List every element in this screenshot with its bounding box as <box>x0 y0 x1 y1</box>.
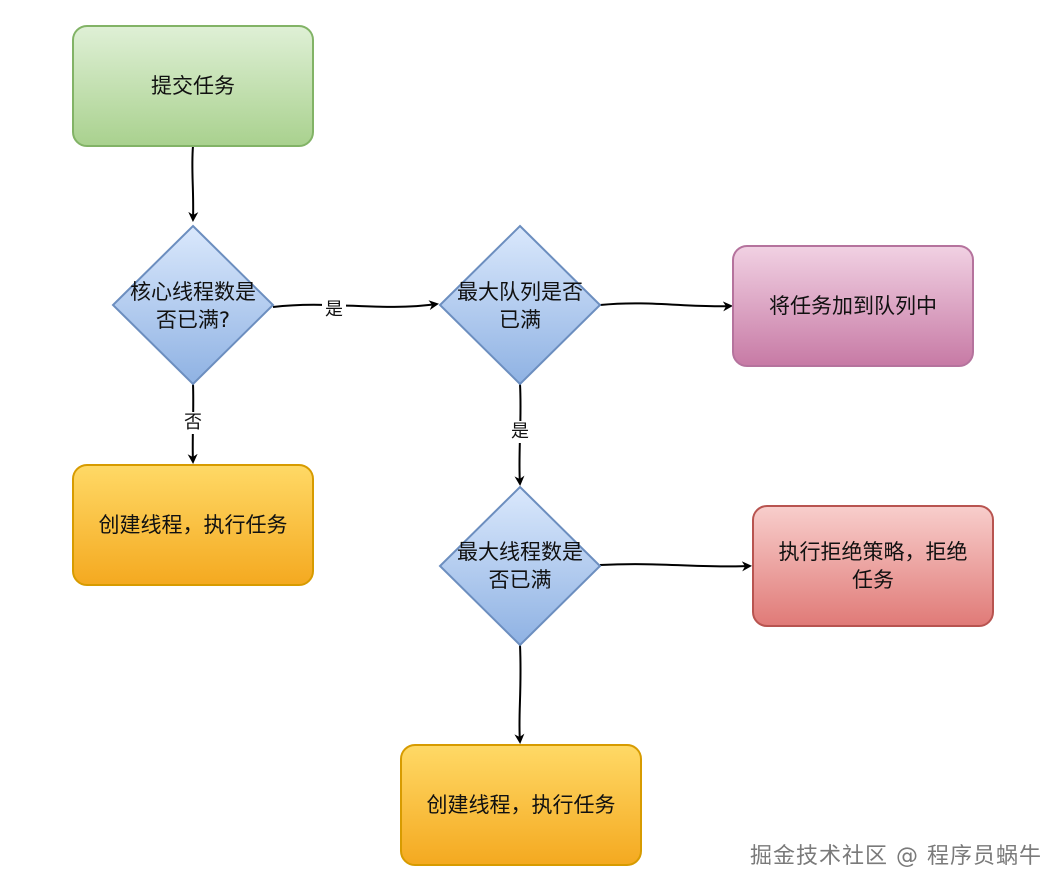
edge-max-to-reject <box>599 561 752 572</box>
max-queue-question: 最大队列是否 已满 <box>457 280 583 332</box>
core-threads-question: 核心线程数是 否已满? <box>130 280 256 332</box>
max-threads-decision <box>438 485 602 647</box>
max-queue-decision <box>438 224 602 386</box>
edge-label-yes-2: 是 <box>508 421 532 443</box>
edge-core-to-queue <box>272 300 439 311</box>
create-thread-label-2: 创建线程，执行任务 <box>426 793 616 817</box>
reject-label: 执行拒绝策略，拒绝 任务 <box>778 540 968 592</box>
reject-node <box>752 505 994 627</box>
create-thread-node-1 <box>72 464 314 586</box>
create-thread-label-1: 创建线程，执行任务 <box>98 513 288 537</box>
submit-task-node <box>72 25 314 147</box>
create-thread-node-2 <box>400 744 642 866</box>
watermark: 掘金技术社区 @ 程序员蜗牛 <box>750 844 1042 869</box>
submit-task-label: 提交任务 <box>151 74 235 98</box>
add-to-queue-label: 将任务加到队列中 <box>769 294 937 318</box>
core-threads-decision <box>111 224 275 386</box>
edge-submit-to-core <box>188 145 199 222</box>
edge-queue-to-add <box>599 301 733 312</box>
max-threads-question: 最大线程数是 否已满 <box>457 540 583 592</box>
edge-label-yes-1: 是 <box>322 299 346 321</box>
edge-max-to-create <box>514 644 525 744</box>
add-to-queue-node <box>732 245 974 367</box>
edge-label-no: 否 <box>181 412 205 434</box>
